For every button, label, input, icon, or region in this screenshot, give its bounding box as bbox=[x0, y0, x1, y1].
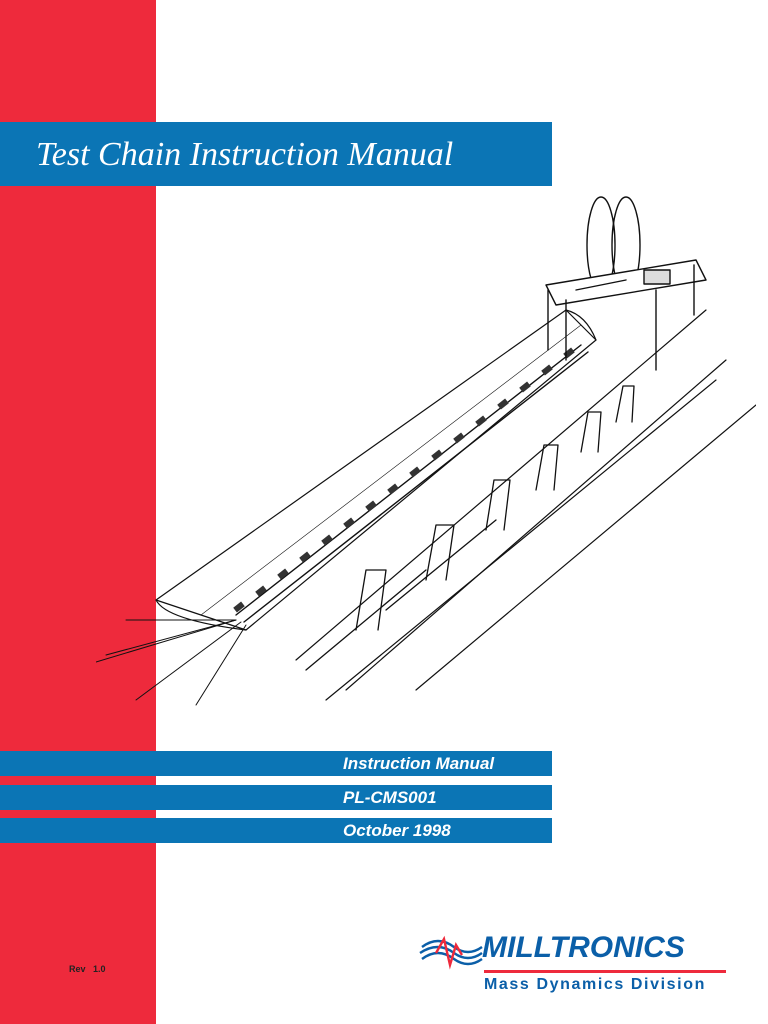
conveyor-test-chain-illustration bbox=[96, 196, 756, 706]
info-bar-document-number: PL-CMS001 bbox=[0, 785, 552, 810]
title-bar bbox=[0, 122, 552, 186]
brand-logo-text: MILLTRONICS bbox=[482, 931, 685, 964]
page-title: Test Chain Instruction Manual bbox=[36, 136, 454, 173]
brand-division-text: Mass Dynamics Division bbox=[484, 976, 706, 993]
logo-divider-line bbox=[484, 970, 726, 973]
info-bar-date: October 1998 bbox=[0, 818, 552, 843]
info-bar-manual-type: Instruction Manual bbox=[0, 751, 552, 776]
wave-emblem-icon bbox=[419, 935, 483, 970]
revision-label: Rev 1.0 bbox=[69, 964, 106, 974]
